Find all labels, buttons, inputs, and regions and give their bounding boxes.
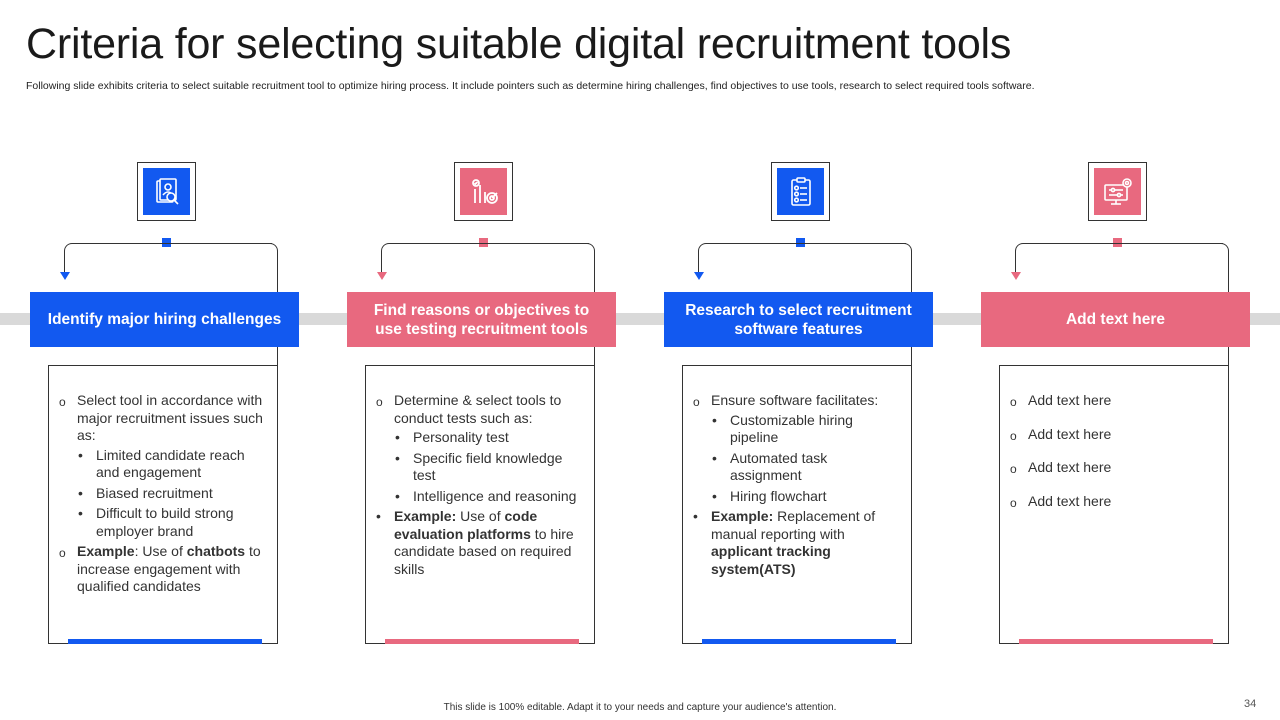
connector-arrow-4	[1011, 272, 1021, 280]
example-item: Example: Use of chatbots to increase eng…	[59, 543, 267, 596]
list-item: Select tool in accordance with major rec…	[59, 392, 267, 540]
page-number: 34	[1244, 698, 1257, 710]
connector-corner-right-2	[585, 243, 595, 253]
list-item: Automated task assignment	[711, 450, 901, 485]
connector-arrow-1	[60, 272, 70, 280]
list-item: Determine & select tools to conduct test…	[376, 392, 584, 505]
connector-corner-right-3	[902, 243, 912, 253]
icon-frame-4	[1088, 162, 1147, 221]
card-accent-bar-4	[1019, 639, 1213, 644]
icon-frame-1	[137, 162, 196, 221]
criteria-card-1: Select tool in accordance with major rec…	[48, 365, 278, 644]
criteria-header-3: Research to select recruitment software …	[664, 292, 933, 347]
connector-node-3	[796, 238, 805, 247]
example-item: Example: Replacement of manual reporting…	[693, 508, 901, 578]
card-accent-bar-1	[68, 639, 262, 644]
criteria-header-2: Find reasons or objectives to use testin…	[347, 292, 616, 347]
icon-frame-3	[771, 162, 830, 221]
connector-line-2	[389, 243, 589, 245]
monitor-gear-icon	[1094, 168, 1141, 215]
connector-drop-4	[1015, 251, 1017, 273]
slide-footer: This slide is 100% editable. Adapt it to…	[443, 702, 837, 713]
list-item: Customizable hiring pipeline	[711, 412, 901, 447]
connector-arrow-2	[377, 272, 387, 280]
connector-drop-1	[64, 251, 66, 273]
list-item: Add text here	[1010, 426, 1218, 445]
connector-corner-left-2	[381, 243, 391, 253]
connector-line-3	[706, 243, 906, 245]
list-item: Biased recruitment	[77, 485, 267, 503]
example-item: Example: Use of code evaluation platform…	[376, 508, 584, 578]
candidate-search-icon	[143, 168, 190, 215]
criteria-header-1: Identify major hiring challenges	[30, 292, 299, 347]
card-accent-bar-3	[702, 639, 896, 644]
connector-node-1	[162, 238, 171, 247]
icon-frame-2	[454, 162, 513, 221]
slide-title: Criteria for selecting suitable digital …	[26, 20, 1012, 68]
checklist-icon	[777, 168, 824, 215]
analytics-target-icon	[460, 168, 507, 215]
list-item: Add text here	[1010, 459, 1218, 478]
connector-corner-left-3	[698, 243, 708, 253]
connector-corner-right-4	[1219, 243, 1229, 253]
criteria-card-4: Add text here Add text here Add text her…	[999, 365, 1229, 644]
connector-arrow-3	[694, 272, 704, 280]
list-item: Specific field knowledge test	[394, 450, 584, 485]
criteria-header-4: Add text here	[981, 292, 1250, 347]
connector-corner-left-1	[64, 243, 74, 253]
list-item: Ensure software facilitates: Customizabl…	[693, 392, 901, 505]
connector-node-4	[1113, 238, 1122, 247]
connector-drop-2	[381, 251, 383, 273]
connector-line-4	[1023, 243, 1223, 245]
card-accent-bar-2	[385, 639, 579, 644]
connector-line-1	[72, 243, 272, 245]
timeline-band	[0, 313, 1280, 325]
connector-corner-right-1	[268, 243, 278, 253]
list-item: Add text here	[1010, 493, 1218, 512]
list-item: Hiring flowchart	[711, 488, 901, 506]
list-item: Intelligence and reasoning	[394, 488, 584, 506]
slide-subtitle: Following slide exhibits criteria to sel…	[26, 80, 1035, 92]
connector-node-2	[479, 238, 488, 247]
connector-corner-left-4	[1015, 243, 1025, 253]
criteria-card-3: Ensure software facilitates: Customizabl…	[682, 365, 912, 644]
list-item: Limited candidate reach and engagement	[77, 447, 267, 482]
criteria-card-2: Determine & select tools to conduct test…	[365, 365, 595, 644]
list-item: Difficult to build strong employer brand	[77, 505, 267, 540]
list-item: Personality test	[394, 429, 584, 447]
connector-drop-3	[698, 251, 700, 273]
list-item: Add text here	[1010, 392, 1218, 411]
